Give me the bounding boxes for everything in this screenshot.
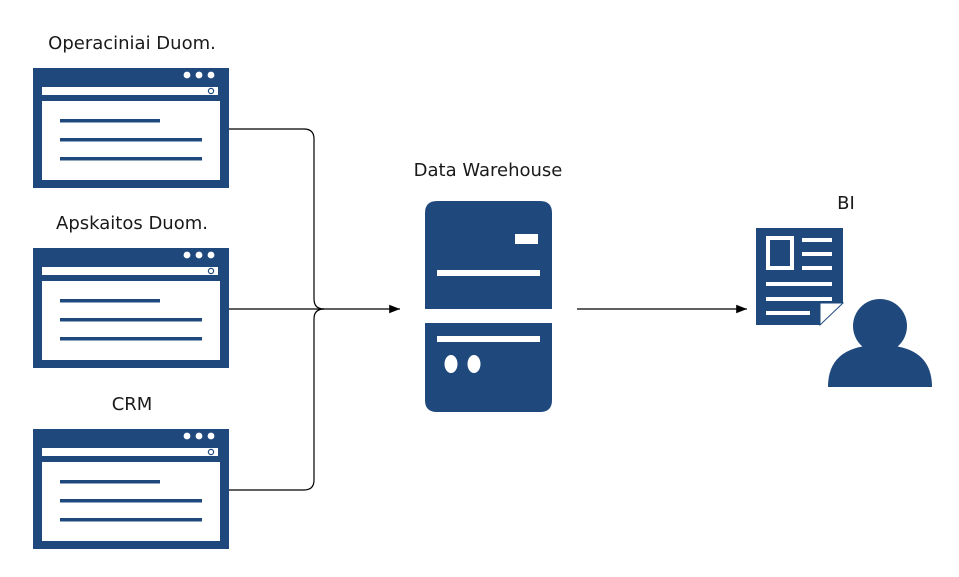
server-icon <box>425 201 552 412</box>
warehouse-label: Data Warehouse <box>413 160 563 181</box>
report-document-icon <box>756 228 845 327</box>
bi-label: BI <box>837 193 855 214</box>
source-connectors <box>229 128 400 491</box>
source-label-operational: Operaciniai Duom. <box>48 33 216 54</box>
source-label-accounting: Apskaitos Duom. <box>56 213 208 234</box>
browser-window-icon <box>32 428 230 550</box>
browser-window-icon <box>32 67 230 189</box>
user-icon <box>828 299 932 387</box>
browser-window-icon <box>32 247 230 369</box>
source-label-crm: CRM <box>111 394 153 415</box>
